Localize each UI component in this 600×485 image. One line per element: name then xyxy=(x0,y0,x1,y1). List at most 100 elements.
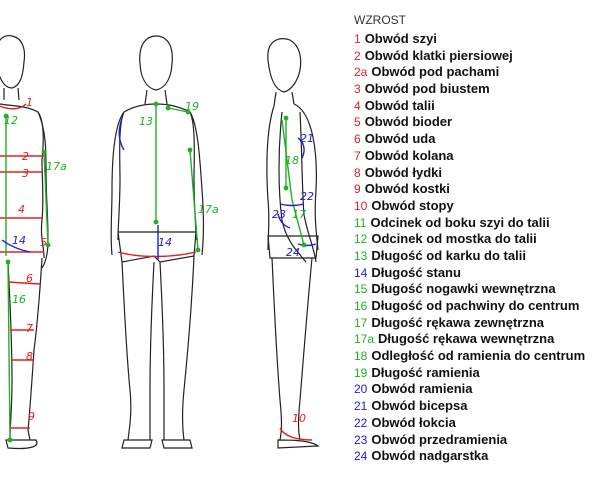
marker xyxy=(5,259,11,265)
figure-label: 3 xyxy=(22,167,29,180)
legend-item-number: 6 xyxy=(354,132,361,147)
marker xyxy=(153,101,159,107)
legend-item-number: 16 xyxy=(354,299,368,313)
figure-label: 17 xyxy=(292,208,306,221)
legend-header: WZROST xyxy=(354,13,406,27)
back-neck-outline xyxy=(144,89,168,105)
back-arm-right xyxy=(189,111,205,256)
figure-label: 24 xyxy=(286,246,300,259)
back-measurements xyxy=(117,101,201,260)
side-figure xyxy=(266,38,320,449)
front-labels: 1 12 2 3 17a 4 14 5 6 16 7 8 9 xyxy=(4,96,67,423)
legend-item-number: 20 xyxy=(354,382,368,397)
back-head-outline xyxy=(139,35,173,91)
back-shorts-outline xyxy=(117,231,197,263)
back-armhole-line xyxy=(118,117,125,151)
figure-label: 17a xyxy=(46,160,67,173)
figure-label: 23 xyxy=(272,208,286,221)
front-sleeve-line xyxy=(43,151,49,246)
legend-item-number: 17a xyxy=(354,332,375,347)
legend-item-number: 4 xyxy=(354,98,361,113)
legend-item-label: Długość stanu xyxy=(371,264,461,280)
marker xyxy=(165,105,171,111)
legend-item-label: Obwód przedramienia xyxy=(371,431,508,447)
back-torso-left xyxy=(117,111,125,241)
marker xyxy=(195,247,201,253)
legend-item-label: Obwód talii xyxy=(364,97,435,113)
figure-label: 8 xyxy=(26,350,33,363)
legend-item-number: 11 xyxy=(354,215,367,230)
figure-label: 10 xyxy=(292,412,306,425)
wrist-line xyxy=(297,243,317,247)
marker xyxy=(41,149,47,155)
back-arm-left xyxy=(110,111,125,256)
marker xyxy=(153,219,159,225)
back-labels: 19 13 17a 14 xyxy=(139,100,219,249)
marker xyxy=(283,115,289,121)
figure-label: 5 xyxy=(40,236,47,249)
legend-item-number: 1 xyxy=(354,32,361,46)
legend-item-label: Obwód szyi xyxy=(364,31,437,46)
front-inner-leg-outline xyxy=(7,261,13,441)
legend-item-label: Odcinek od boku szyi do talii xyxy=(370,214,550,230)
front-figure xyxy=(0,35,49,450)
legend-item-number: 5 xyxy=(354,115,361,130)
foot-line xyxy=(279,427,313,441)
legend-item-label: Długość nogawki wewnętrzna xyxy=(371,281,556,297)
legend-item-label: Obwód kostki xyxy=(364,181,450,197)
figure-label: 9 xyxy=(28,410,35,423)
shoulder-length-line xyxy=(167,107,189,113)
elbow-line xyxy=(279,203,305,207)
figure-label: 7 xyxy=(26,322,33,335)
legend-item-label: Obwód bicepsa xyxy=(371,398,468,414)
legend-item-label: Odcinek od mostka do talii xyxy=(371,231,537,247)
front-head-outline xyxy=(0,35,26,89)
legend-item-number: 23 xyxy=(354,432,368,447)
side-foot xyxy=(277,439,320,449)
back-torso-outline xyxy=(123,103,197,241)
side-leg xyxy=(271,257,313,441)
front-neck-outline xyxy=(3,87,20,101)
crotch-line xyxy=(1,239,31,253)
legend-item-number: 22 xyxy=(354,415,368,430)
marker xyxy=(45,242,51,248)
marker xyxy=(3,113,9,119)
legend-item-label: Długość od karku do talii xyxy=(371,247,526,263)
figure-label: 12 xyxy=(4,114,18,127)
thigh-line xyxy=(7,281,41,285)
front-measurements xyxy=(0,103,51,443)
back-sleeve-line xyxy=(189,149,199,251)
legend-item-number: 7 xyxy=(354,148,361,163)
legend-item-label: Obwód uda xyxy=(364,131,436,147)
side-measurements xyxy=(277,115,317,441)
front-leg-outline xyxy=(27,257,43,441)
side-labels: 21 18 22 23 17 24 10 xyxy=(272,132,314,425)
figure-label: 6 xyxy=(26,272,33,285)
figure-label: 2 xyxy=(22,150,29,163)
back-leg-left xyxy=(121,261,132,441)
legend-item-label: Obwód łokcia xyxy=(371,414,456,430)
body-measurement-diagram: 1 12 2 3 17a 4 14 5 6 16 7 8 9 19 13 17a… xyxy=(0,35,320,450)
figure-label: 18 xyxy=(285,154,299,167)
legend-item-number: 2a xyxy=(354,65,368,80)
legend-item-number: 13 xyxy=(354,248,368,263)
forearm-line xyxy=(277,213,291,229)
side-head-outline xyxy=(267,38,302,93)
legend-item-number: 21 xyxy=(354,399,368,414)
legend-item-label: Obwód ramienia xyxy=(371,381,473,397)
